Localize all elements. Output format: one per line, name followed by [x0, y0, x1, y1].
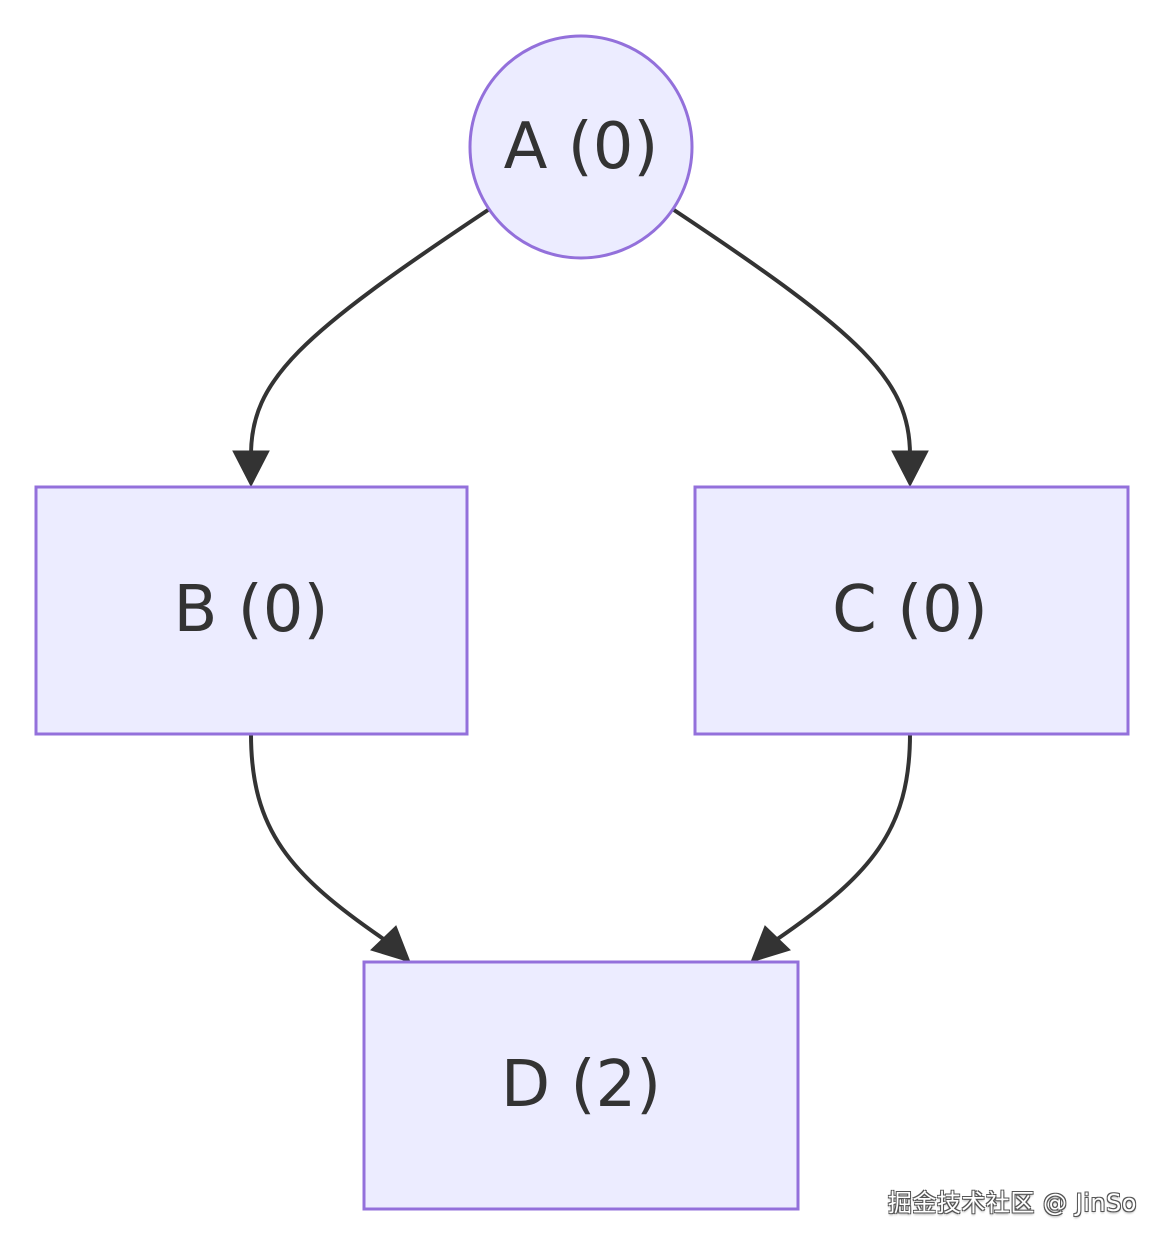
node-a[interactable]: A (0)	[468, 34, 694, 260]
edges	[232, 208, 929, 963]
node-c[interactable]: C (0)	[693, 485, 1130, 736]
node-d-label: D (2)	[501, 1048, 661, 1122]
edge-c-to-d-arrowhead	[750, 925, 791, 963]
node-a-shape	[468, 34, 694, 260]
watermark-text: 掘金技术社区 @ JinSo	[887, 1189, 1137, 1217]
edge-a-to-b	[249, 208, 490, 456]
edge-a-to-c-arrowhead	[891, 450, 929, 488]
node-a-label: A (0)	[504, 110, 659, 184]
node-c-label: C (0)	[832, 573, 988, 647]
edge-a-to-b-arrowhead	[232, 450, 270, 488]
edge-b-to-d	[249, 733, 387, 942]
node-d[interactable]: D (2)	[362, 960, 800, 1211]
edge-b-to-d-arrowhead	[370, 925, 411, 963]
edge-a-to-c	[672, 208, 912, 456]
node-b-shape	[34, 485, 469, 736]
node-b[interactable]: B (0)	[34, 485, 469, 736]
node-c-shape	[693, 485, 1130, 736]
edge-c-to-d	[774, 733, 912, 942]
node-d-shape	[362, 960, 800, 1211]
node-b-label: B (0)	[174, 573, 329, 647]
